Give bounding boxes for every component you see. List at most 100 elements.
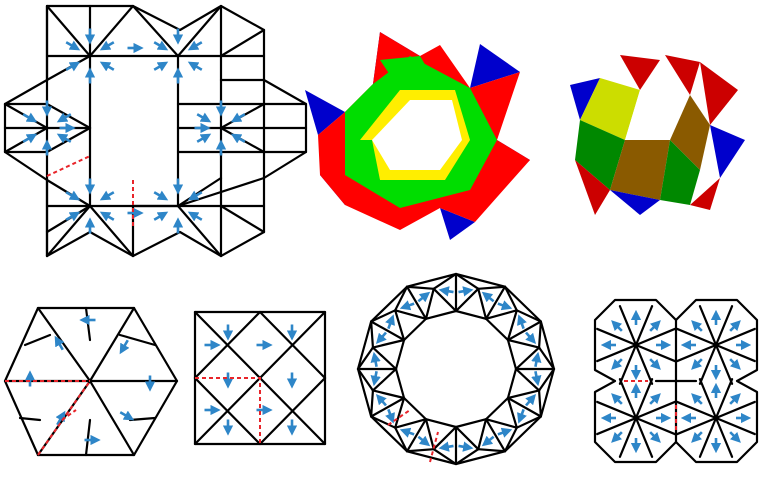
- arrow-icon: [99, 40, 115, 51]
- crease-line: [714, 327, 756, 347]
- crease-line: [484, 309, 518, 320]
- crease-line: [596, 327, 638, 347]
- arrow-icon: [230, 112, 246, 123]
- panel-double-octagon-pattern: [593, 298, 759, 464]
- crease-line: [454, 425, 480, 451]
- facet: [570, 78, 600, 120]
- arrow-icon: [458, 441, 474, 452]
- crease-line: [118, 333, 157, 347]
- crease-line: [371, 338, 406, 349]
- arrow-icon: [375, 393, 387, 407]
- crease-line: [176, 176, 223, 208]
- crease-lines: [593, 298, 759, 464]
- arrow-icon: [370, 371, 381, 387]
- panel-folded-3d-ring: [570, 55, 745, 215]
- panel-square-pattern: [193, 310, 327, 446]
- arrow-icon: [729, 431, 741, 443]
- crease-line: [370, 320, 375, 349]
- crease-line: [714, 343, 734, 385]
- crease-line: [432, 425, 458, 451]
- arrow-icon: [385, 408, 395, 424]
- cut-lines: [46, 155, 134, 228]
- facet: [610, 140, 670, 200]
- crease-line: [676, 343, 718, 363]
- arrow-icon: [22, 112, 38, 123]
- crease-line: [634, 343, 676, 363]
- crease-line: [537, 346, 556, 371]
- cut-lines: [624, 380, 677, 432]
- arrow-icon: [649, 320, 661, 332]
- crease-line: [394, 396, 406, 429]
- crease-line: [634, 378, 654, 420]
- crease-line: [698, 378, 718, 420]
- crease-line: [676, 416, 718, 436]
- arrow-icon: [56, 112, 72, 123]
- facet: [372, 100, 462, 170]
- cut-lines: [195, 377, 261, 444]
- arrow-icon: [55, 410, 66, 426]
- crease-line: [618, 343, 638, 385]
- crease-line: [131, 4, 180, 58]
- arrow-icon: [196, 133, 212, 144]
- arrow-icon: [65, 190, 81, 201]
- crease-line: [258, 310, 327, 380]
- crease-lines: [193, 310, 327, 446]
- facet: [470, 44, 520, 88]
- crease-line: [432, 448, 458, 466]
- arrow-icon: [611, 320, 623, 332]
- outline: [3, 4, 308, 258]
- arrow-icon: [438, 286, 454, 297]
- crease-line: [84, 306, 92, 342]
- crease-line: [405, 285, 428, 320]
- crease-line: [176, 4, 223, 58]
- panel-dodecagon-ring-pattern: [356, 272, 556, 466]
- arrow-icon: [531, 351, 542, 367]
- facet: [440, 208, 475, 240]
- direction-arrows: [22, 28, 246, 234]
- arrow-icon: [56, 133, 72, 144]
- crease-line: [698, 305, 718, 347]
- arrow-icon: [417, 435, 431, 447]
- facet: [665, 55, 700, 95]
- crease-line: [477, 285, 507, 290]
- arrow-icon: [187, 40, 203, 51]
- arrow-icon: [525, 331, 537, 345]
- crease-line: [484, 418, 518, 429]
- arrow-icon: [370, 351, 381, 367]
- crease-line: [258, 376, 327, 446]
- crease-line: [515, 309, 542, 323]
- crease-line: [698, 416, 718, 458]
- crease-line: [596, 416, 638, 436]
- crease-line: [405, 418, 428, 453]
- crease-line: [394, 309, 428, 320]
- facet: [700, 62, 738, 125]
- arrow-icon: [611, 431, 623, 443]
- crease-line: [676, 327, 718, 347]
- crease-line: [618, 305, 638, 347]
- arrow-icon: [517, 314, 527, 330]
- crease-line: [88, 4, 135, 58]
- arrow-icon: [417, 291, 431, 303]
- arrow-icon: [187, 211, 203, 222]
- facet: [660, 140, 700, 205]
- crease-line: [506, 338, 541, 349]
- facet: [625, 90, 690, 140]
- panel-colored-flat-ring: [305, 32, 530, 240]
- crease-line: [506, 320, 542, 342]
- crease-line: [370, 320, 406, 342]
- arrow-icon: [691, 320, 703, 332]
- crease-line: [193, 376, 262, 446]
- crease-line: [370, 415, 397, 429]
- arrow-icon: [399, 427, 415, 438]
- crease-line: [356, 346, 375, 371]
- crease-line: [176, 204, 223, 258]
- direction-arrows: [370, 286, 542, 452]
- direction-arrows: [24, 314, 156, 446]
- crease-line: [618, 416, 638, 458]
- crease-line: [370, 396, 406, 418]
- crease-line: [370, 389, 375, 418]
- panel-star-ring-pattern: [3, 4, 308, 258]
- crease-line: [634, 416, 676, 436]
- crease-line: [432, 272, 458, 290]
- crease-line: [634, 416, 654, 458]
